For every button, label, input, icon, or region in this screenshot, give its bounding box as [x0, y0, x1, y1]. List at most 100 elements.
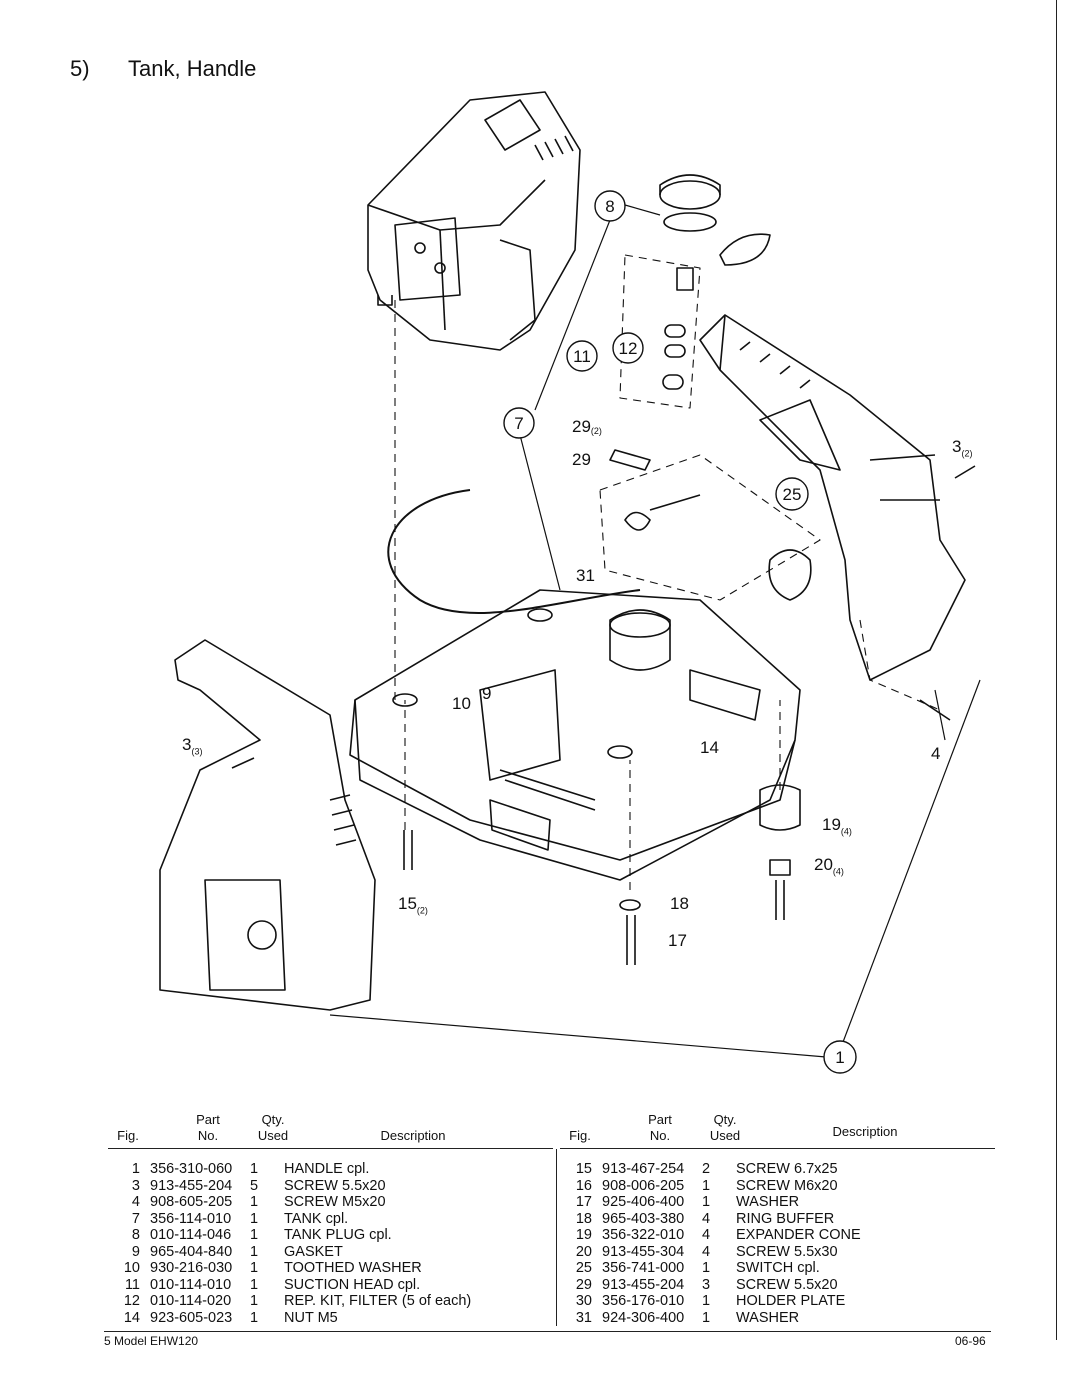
col-desc-header: Description — [380, 1128, 446, 1143]
callout-19-sub: (4) — [832, 866, 844, 877]
description-cell: SCREW M6x20 — [736, 1177, 838, 1194]
callout-text-layer: 3(2) 3(3) 4 10 9 14 15(2) 18 17 19(4) 20… — [182, 437, 972, 950]
part-number-cell: 913-467-254 — [602, 1161, 685, 1177]
footer-date: 06-96 — [955, 1334, 986, 1348]
part-number-cell: 356-176-010 — [602, 1293, 685, 1309]
col-part-header-1: Part — [648, 1112, 672, 1127]
qty-cell: 1 — [250, 1194, 259, 1210]
description-cell: GASKET — [284, 1243, 343, 1260]
callout-14: 14 — [700, 738, 719, 757]
qty-cell: 1 — [250, 1210, 259, 1227]
description-cell: SCREW 5.5x20 — [736, 1276, 838, 1293]
callout-4: 4 — [931, 744, 941, 763]
callout-8: 8 — [594, 190, 626, 222]
callout-7-text: 7 — [514, 414, 523, 433]
table-header-left: Fig. Part No. Qty. Used Description — [108, 1108, 553, 1149]
motor-cover-drawing — [367, 91, 581, 351]
col-qty-header-1: Qty. — [261, 1112, 285, 1127]
col-qty-header-1: Qty. — [713, 1112, 737, 1127]
section-title: 5)Tank, Handle — [70, 56, 256, 82]
fig-cell: 31 — [575, 1309, 592, 1326]
fig-cell: 30 — [575, 1293, 592, 1309]
qty-cell: 1 — [702, 1177, 711, 1194]
tank-drawing — [349, 589, 801, 881]
fig-cell: 10 — [123, 1260, 140, 1276]
callout-3-2: 3(2) — [952, 437, 972, 458]
part-number-cell: 913-455-204 — [150, 1177, 233, 1194]
fig-cell: 18 — [575, 1210, 592, 1227]
description-cell: HANDLE cpl. — [284, 1161, 370, 1177]
description-cell: SCREW 6.7x25 — [736, 1161, 838, 1177]
description-cell: SUCTION HEAD cpl. — [284, 1276, 421, 1293]
col-part-header-2: No. — [649, 1128, 671, 1143]
col-fig-header: Fig. — [117, 1128, 139, 1143]
callout-15: 15(2) — [398, 894, 428, 915]
description-cell: RING BUFFER — [736, 1210, 835, 1227]
col-qty-header-2: Used — [709, 1128, 741, 1143]
part-number-cell: 356-741-000 — [602, 1260, 685, 1276]
callout-labels: 8 11 12 7 25 1 29(2) 29 29 29 29 29 29 2… — [503, 190, 857, 1074]
callout-15-num: 15 — [398, 894, 417, 913]
part-number-cell: 908-605-205 — [150, 1194, 233, 1210]
description-cell: TOOTHED WASHER — [284, 1260, 422, 1276]
description-cell: TANK cpl. — [284, 1210, 349, 1227]
qty-cell: 1 — [250, 1276, 259, 1293]
qty-cell: 3 — [702, 1276, 711, 1293]
part-number-cell: 925-406-400 — [602, 1194, 685, 1210]
callout-31: 31 — [576, 566, 595, 585]
callout-12: 12 — [612, 332, 644, 364]
page-edge-line — [1056, 0, 1057, 1340]
callout-16: 17 — [668, 931, 687, 950]
callout-18: 19(4) — [822, 815, 852, 836]
fig-cell: 16 — [575, 1177, 592, 1194]
callout-19: 20(4) — [814, 855, 844, 876]
footer-model: 5 Model EHW120 — [104, 1334, 199, 1348]
callout-15-sub: (2) — [416, 905, 428, 916]
description-cell: EXPANDER CONE — [736, 1227, 861, 1243]
part-number-cell: 930-216-030 — [150, 1260, 233, 1276]
callout-11: 11 — [566, 340, 598, 372]
fig-cell: 15 — [575, 1161, 592, 1177]
hose-drawing — [387, 489, 641, 614]
fig-cell: 25 — [575, 1260, 592, 1276]
table-header-right: Fig. Part No. Qty. Used Description — [560, 1108, 995, 1149]
fig-cell: 17 — [575, 1194, 592, 1210]
callout-1-text: 1 — [835, 1048, 844, 1067]
part-number-cell: 965-404-840 — [150, 1243, 233, 1260]
callout-25-text: 25 — [783, 485, 802, 504]
description-cell: SCREW 5.5x20 — [284, 1177, 386, 1194]
part-number-cell: 010-114-020 — [150, 1293, 232, 1309]
description-cell: WASHER — [736, 1194, 800, 1210]
part-number-cell: 908-006-205 — [602, 1177, 685, 1194]
callout-8-text: 8 — [605, 197, 614, 216]
callout-7: 7 — [503, 407, 535, 439]
qty-cell: 1 — [250, 1293, 259, 1309]
right-handle-drawing — [699, 314, 966, 681]
fig-cell: 14 — [123, 1309, 140, 1326]
part-number-cell: 924-306-400 — [602, 1309, 685, 1326]
callout-3-2-num: 3 — [952, 437, 962, 456]
qty-cell: 1 — [702, 1293, 711, 1309]
callout-25: 25 — [775, 477, 809, 511]
fig-cell: 11 — [124, 1276, 140, 1293]
description-cell: WASHER — [736, 1309, 800, 1326]
small-parts-drawing — [231, 174, 976, 965]
part-number-cell: 965-403-380 — [602, 1210, 685, 1227]
qty-cell: 5 — [250, 1177, 259, 1194]
col-part-header-2: No. — [197, 1128, 219, 1143]
qty-cell: 2 — [702, 1161, 711, 1177]
